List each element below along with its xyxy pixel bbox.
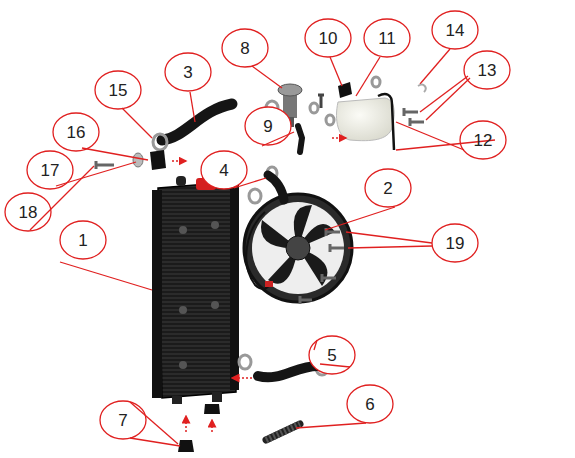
callout-number: 14 [446,22,465,39]
callout-circle [165,53,211,91]
small-clip [418,85,426,92]
callout-number: 5 [327,347,336,364]
callout-circle [432,224,478,262]
bolts [96,108,424,304]
callout-circles [5,11,510,439]
callout-circle [364,19,410,57]
overflow-tube [378,94,394,150]
callout-circle [305,19,351,57]
callout-circle [222,29,268,67]
callout-circle [53,113,99,151]
fan-hose [268,175,284,200]
callout-number: 1 [78,232,87,249]
callout-number: 19 [446,235,465,252]
cooling-fan [244,194,352,302]
callout-circle [432,11,478,49]
callout-circle [60,221,106,259]
coolant-reservoir [337,98,395,141]
radiator [152,170,239,404]
rubber-cap [150,150,166,170]
grommet [204,404,220,414]
callout-circle [347,385,393,423]
callout-number: 6 [365,396,374,413]
callout-number: 11 [378,30,396,47]
washer [133,153,143,167]
callout-number: 13 [478,62,497,79]
callout-number: 18 [19,204,38,221]
callout-circle [365,169,411,207]
drain-hose-rib [266,424,300,440]
callout-circle [460,121,506,159]
callout-number: 15 [109,82,128,99]
callout-circle [201,151,247,189]
callout-number: 9 [263,118,272,135]
callout-number: 16 [67,124,86,141]
callout-number: 17 [41,162,60,179]
lower-hose [258,366,318,377]
grommet [178,440,194,452]
reservoir-cap [338,82,352,98]
callout-number: 3 [183,64,192,81]
callout-circle [95,71,141,109]
leader-lines [30,49,495,446]
callout-number: 10 [319,30,338,47]
upper-hose [162,104,232,140]
drain-hose [266,424,300,440]
callout-circle [245,107,291,145]
small-hose [298,126,302,152]
callout-circle [464,51,510,89]
screw [318,95,324,108]
callout-number: 2 [383,180,392,197]
callout-circle [5,193,51,231]
callout-circle [309,336,355,374]
callout-number: 4 [219,162,228,179]
callout-number: 7 [118,412,127,429]
callout-circle [100,401,146,439]
callout-number: 12 [474,132,493,149]
assembly-arrows [172,138,346,432]
callout-number: 8 [240,40,249,57]
